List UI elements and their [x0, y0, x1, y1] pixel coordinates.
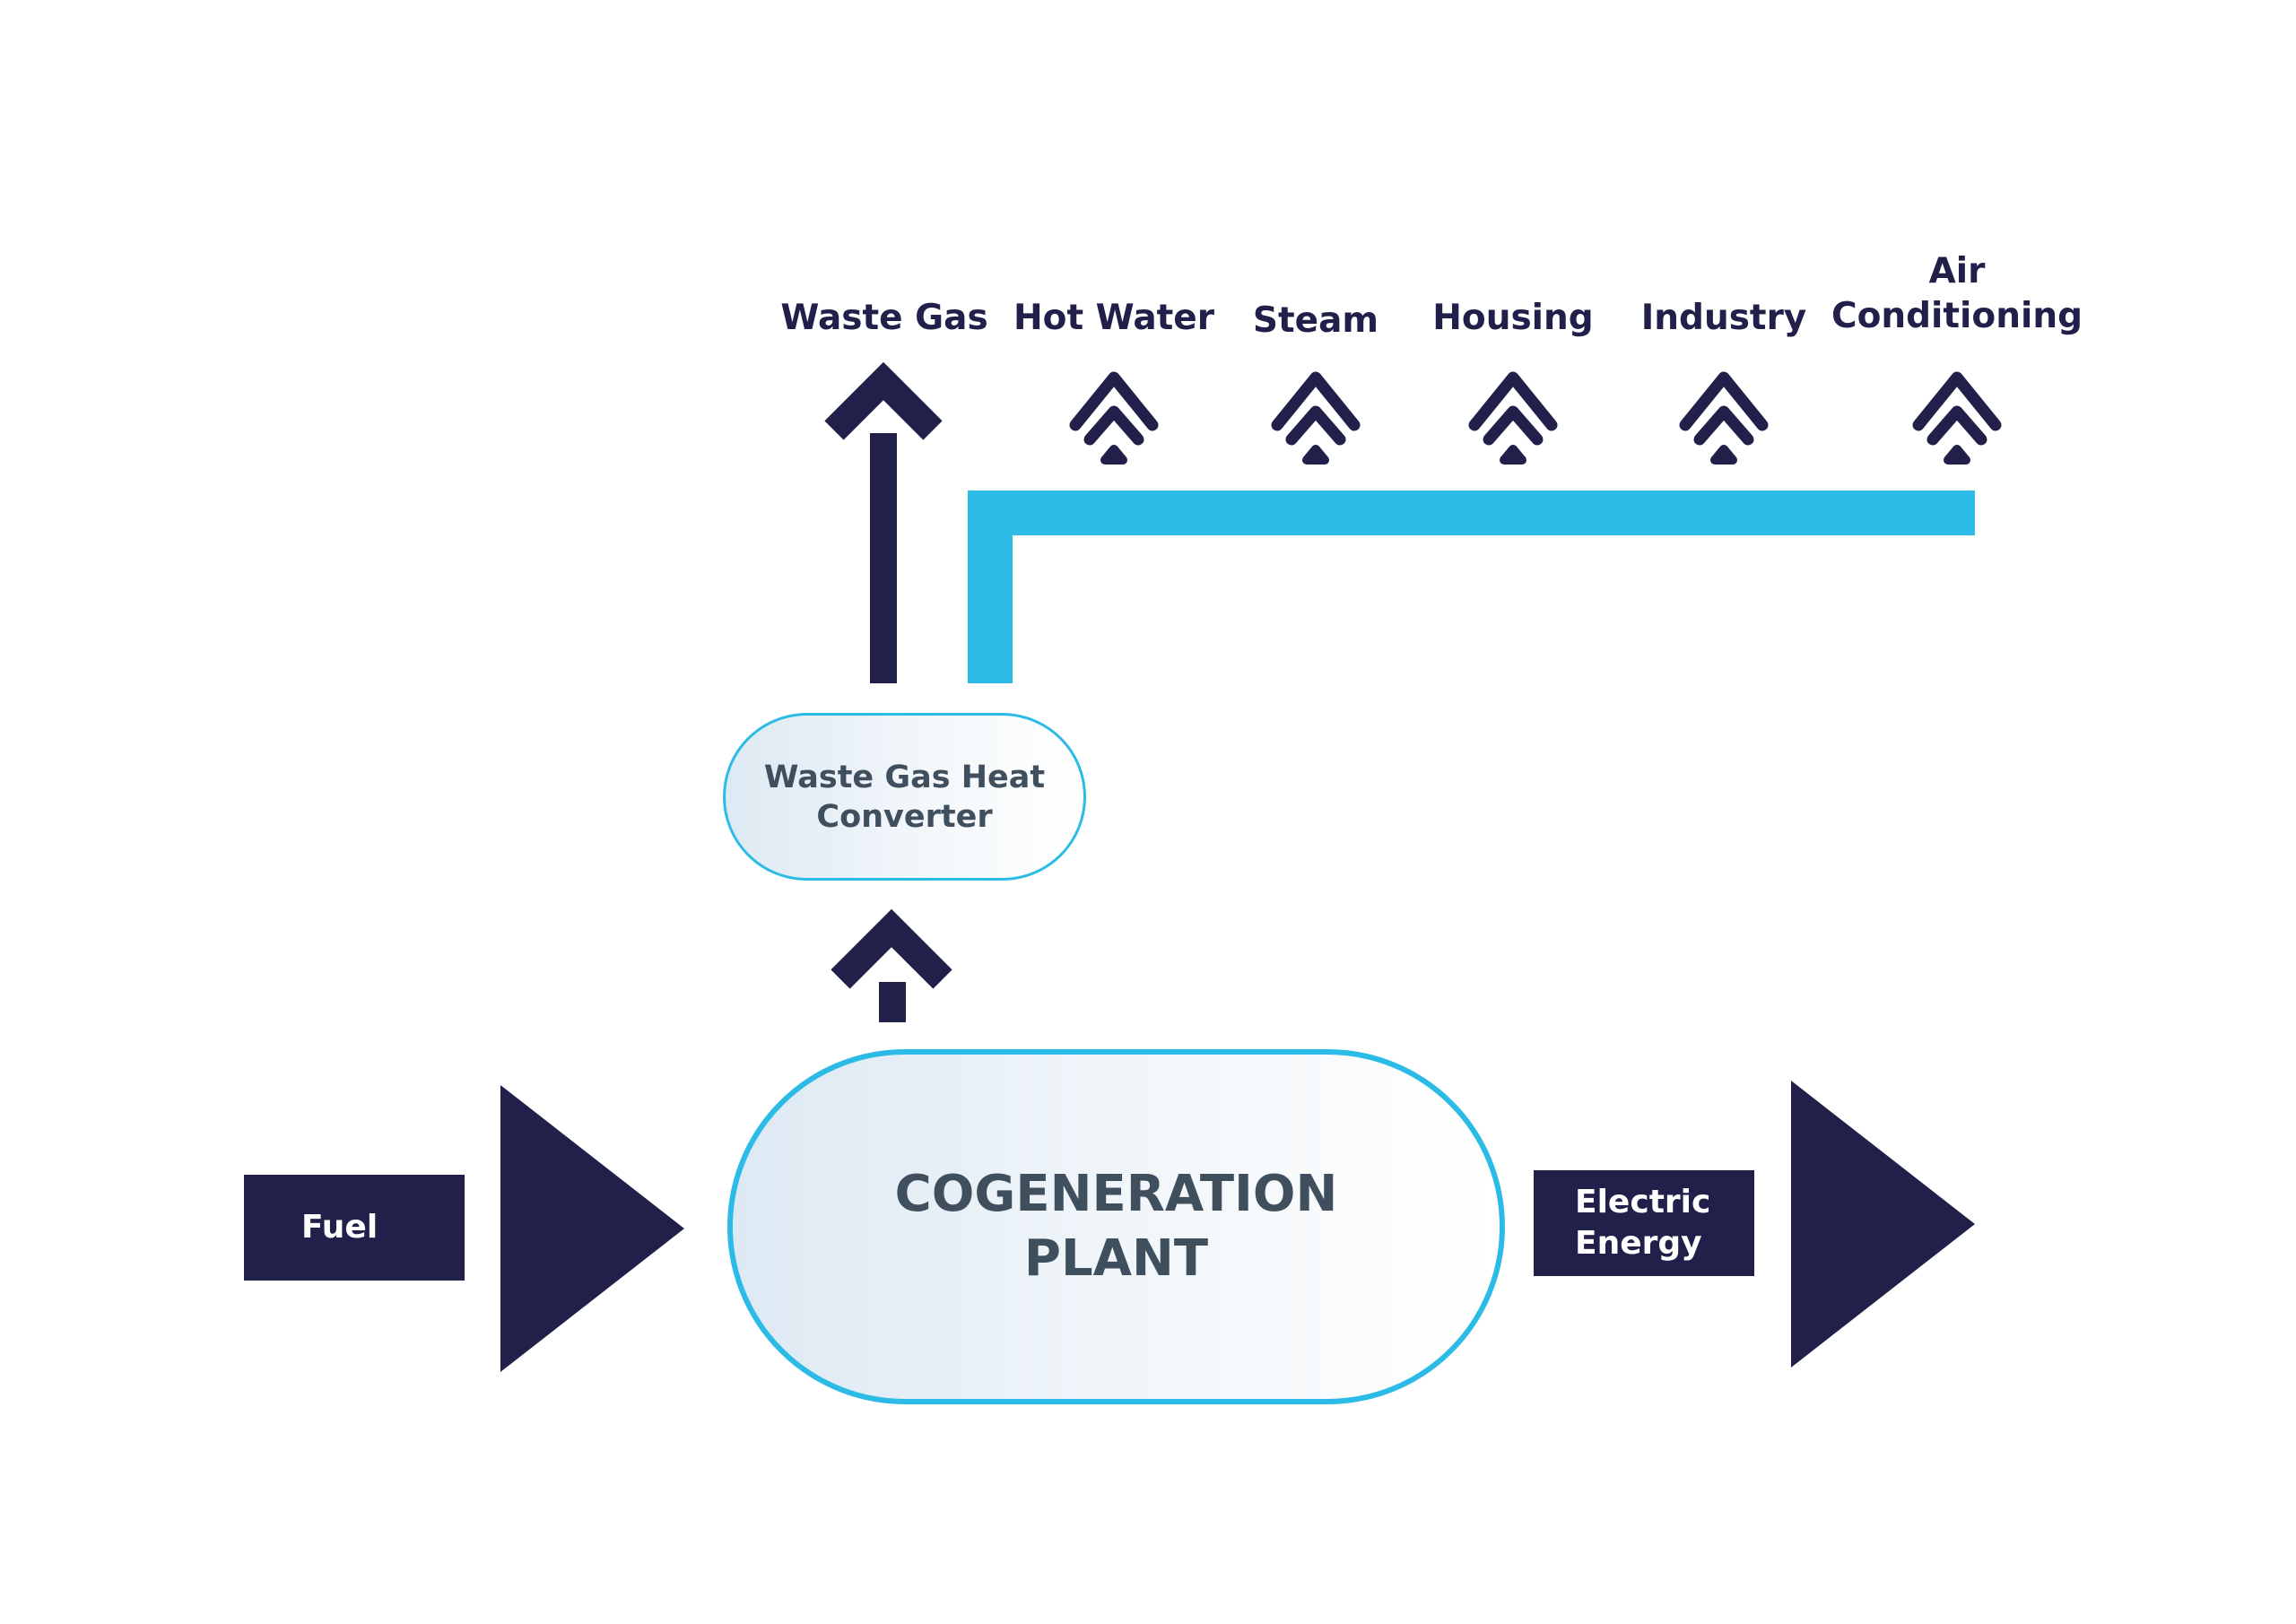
fuel-input-box: Fuel [244, 1175, 465, 1281]
label-air-conditioning-line2: Conditioning [1831, 296, 2083, 336]
fuel-input-arrow [500, 1085, 684, 1372]
hot-water-heat-icon [1069, 371, 1159, 465]
label-steam: Steam [1252, 300, 1379, 341]
cogeneration-plant: COGENERATION PLANT [727, 1049, 1505, 1404]
electric-energy-box: Electric Energy [1534, 1170, 1754, 1276]
plant-label-line1: COGENERATION [894, 1165, 1338, 1223]
converter-label-line1: Waste Gas Heat [763, 759, 1046, 795]
waste-gas-arrow-head [824, 361, 943, 440]
waste-gas-arrow-shaft [870, 433, 897, 683]
plant-label-line2: PLANT [1023, 1229, 1209, 1288]
housing-heat-icon [1468, 371, 1558, 465]
converter-label-line2: Converter [816, 798, 993, 835]
plant-to-converter-arrow-head [831, 908, 952, 989]
electric-energy-label-line1: Electric [1575, 1184, 1711, 1220]
fuel-label: Fuel [301, 1209, 378, 1246]
label-air-conditioning: Air Conditioning [1831, 249, 2083, 339]
plant-to-converter-arrow-shaft [879, 982, 906, 1022]
electric-energy-label-line2: Energy [1575, 1225, 1702, 1262]
label-housing: Housing [1432, 298, 1594, 338]
label-industry: Industry [1640, 298, 1807, 338]
industry-heat-icon [1679, 371, 1769, 465]
label-air-conditioning-line1: Air [1928, 251, 1986, 291]
air-conditioning-heat-icon [1912, 371, 2002, 465]
label-waste-gas: Waste Gas [780, 298, 988, 338]
electric-output-arrow [1791, 1081, 1975, 1368]
steam-heat-icon [1271, 371, 1361, 465]
heat-distribution-pipe [968, 491, 1975, 683]
label-hot-water: Hot Water [1013, 298, 1214, 338]
waste-gas-heat-converter: Waste Gas Heat Converter [723, 713, 1086, 881]
